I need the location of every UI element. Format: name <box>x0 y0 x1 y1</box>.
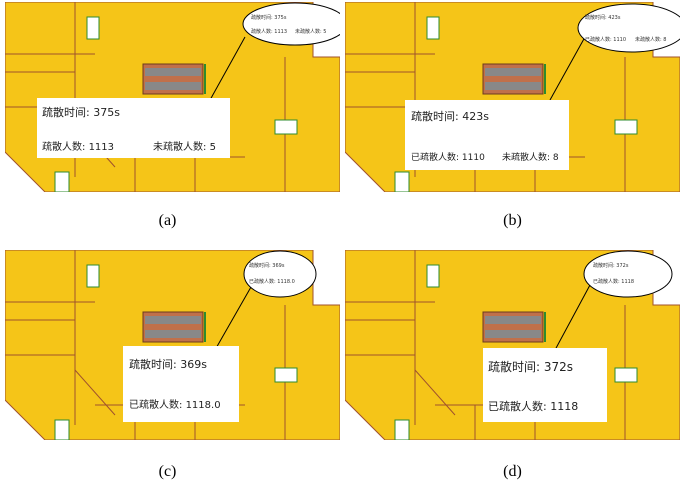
time-label: 疏散时间: <box>129 358 177 371</box>
mini-time-text: 疏散时间: 375s <box>251 15 287 21</box>
evac-label: 已疏散人数: <box>411 153 460 163</box>
callout-box: 疏散时间: 423s 已疏散人数: 1110 未疏散人数: 8 <box>405 100 569 170</box>
evac-value: 1110 <box>461 153 485 163</box>
evac-value: 1118.0 <box>185 400 221 411</box>
mini-evac-text: 已疏散人数: 1118 <box>593 279 634 285</box>
mini-remain-text: 未疏散人数: 8 <box>635 37 667 43</box>
mini-evac-text: 已疏散人数: 1110 <box>585 37 626 43</box>
caption-a: (a) <box>158 212 177 229</box>
evac-value: 1118 <box>550 400 579 413</box>
time-value: 372s <box>543 360 574 374</box>
callout-box: 疏散时间: 369s 已疏散人数: 1118.0 <box>123 346 239 422</box>
evac-value: 1113 <box>88 142 115 153</box>
evac-label: 已疏散人数: <box>488 400 547 413</box>
floorplan-panel-a: 疏散时间: 375s 疏散人数: 1113 未疏散人数: 5 疏散时间: 375… <box>5 2 340 192</box>
mini-time-text: 疏散时间: 369s <box>249 263 285 269</box>
mini-evac-text: 疏散人数: 1113 <box>251 29 287 35</box>
floorplan-graphic <box>5 2 340 192</box>
time-value: 423s <box>462 110 489 123</box>
remain-value: 5 <box>209 142 216 153</box>
evac-label: 疏散人数: <box>42 142 86 153</box>
floorplan-graphic <box>5 250 340 440</box>
floorplan-panel-c: 疏散时间: 369s 已疏散人数: 1118.0 疏散时间: 369s 已疏散人… <box>5 250 340 440</box>
mini-remain-text: 未疏散人数: 5 <box>295 29 327 35</box>
mini-evac-text: 已疏散人数: 1118.0 <box>249 279 295 285</box>
time-label: 疏散时间: <box>488 360 541 374</box>
caption-c: (c) <box>158 463 177 480</box>
callout-box: 疏散时间: 372s 已疏散人数: 1118 <box>483 348 607 422</box>
time-value: 375s <box>93 106 120 119</box>
floorplan-panel-b: 疏散时间: 423s 已疏散人数: 1110 未疏散人数: 8 疏散时间: 42… <box>345 2 680 192</box>
remain-value: 8 <box>552 153 559 163</box>
remain-label: 未疏散人数: <box>502 153 551 163</box>
time-label: 疏散时间: <box>411 110 459 123</box>
time-label: 疏散时间: <box>42 106 90 119</box>
caption-d: (d) <box>503 463 522 480</box>
evac-label: 已疏散人数: <box>129 400 183 411</box>
mini-time-text: 疏散时间: 372s <box>593 263 629 269</box>
floorplan-panel-d: 疏散时间: 372s 已疏散人数: 1118 疏散时间: 372s 已疏散人数:… <box>345 250 680 440</box>
callout-box: 疏散时间: 375s 疏散人数: 1113 未疏散人数: 5 <box>37 98 230 158</box>
remain-label: 未疏散人数: <box>153 142 207 153</box>
mini-time-text: 疏散时间: 423s <box>585 15 621 21</box>
caption-b: (b) <box>503 212 522 229</box>
time-value: 369s <box>180 358 207 371</box>
